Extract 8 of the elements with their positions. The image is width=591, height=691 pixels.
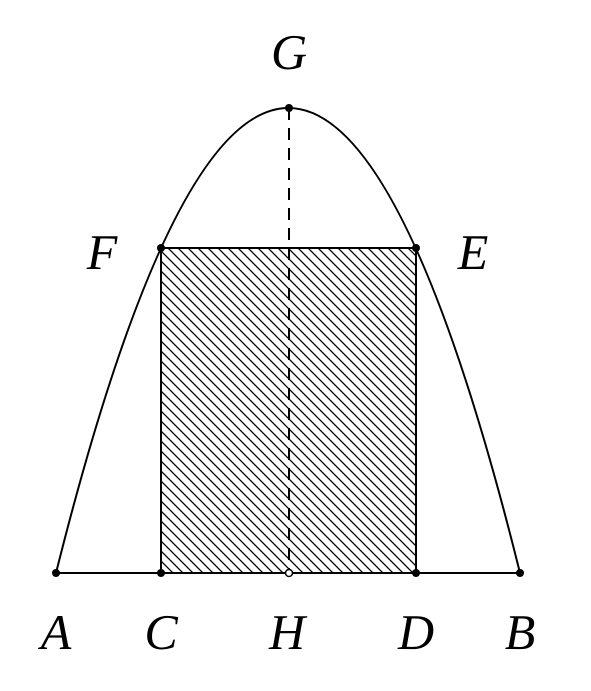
point-label: H (268, 607, 306, 657)
point-label: A (40, 607, 72, 657)
point-label: E (458, 227, 488, 277)
point-label: G (270, 27, 308, 77)
point-label: D (398, 607, 434, 657)
point-label: C (144, 607, 178, 657)
point-label: F (86, 227, 118, 277)
point-label: B (504, 607, 536, 657)
